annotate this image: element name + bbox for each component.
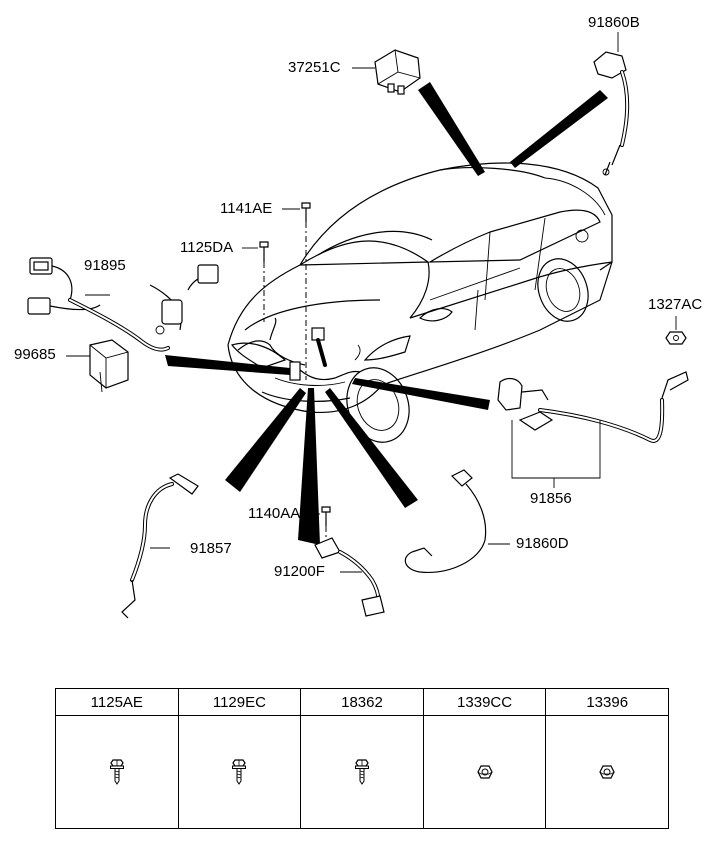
parts-table-header-1339cc: 1339CC [422,688,547,716]
part-91856 [497,371,689,488]
part-1125da [242,241,269,322]
part-1327ac [665,316,687,345]
wiring-diagram: .ln { fill: none; stroke: #000; stroke-w… [27,32,689,619]
parts-table-cell-18362 [300,715,424,829]
part-91895 [27,257,219,352]
parts-table-cell-1129ec [177,715,302,829]
bolt-icon [56,759,178,785]
label-91857: 91857 [190,540,232,557]
engine-harness [237,317,361,381]
parts-table-header-1125ae: 1125AE [55,688,179,716]
part-91857 [121,473,199,619]
parts-table-header-13396: 13396 [545,688,669,716]
parts-table-header-row: 1125AE 1129EC 18362 1339CC 13396 [55,688,669,716]
parts-table-cell-1125ae [55,715,179,829]
part-91200f [314,537,385,617]
label-1327ac: 1327AC [648,296,703,313]
part-91860d [404,469,510,573]
nut-icon [546,765,668,779]
bolt-icon [179,759,301,785]
label-1125da: 1125DA [180,239,234,256]
nut-icon [424,765,546,779]
pointer-wedges [165,82,608,545]
label-1141ae: 1141AE [220,200,273,217]
part-1141ae [282,202,311,380]
label-91860d: 91860D [516,535,569,552]
part-91860b [593,32,630,176]
part-1140aa [310,506,331,540]
parts-table-cell-13396 [545,715,669,829]
label-91200f: 91200F [274,563,325,580]
label-37251c: 37251C [288,59,341,76]
parts-table-header-1129ec: 1129EC [177,688,302,716]
bolt-icon [301,759,423,785]
part-99685 [66,339,129,393]
part-37251c [352,49,421,95]
parts-table-header-18362: 18362 [300,688,424,716]
label-91895: 91895 [84,257,126,274]
parts-table-cell-1339cc [422,715,547,829]
car-body [227,162,613,443]
label-1140aa: 1140AA [248,505,301,522]
label-99685: 99685 [14,346,56,363]
fastener-parts-table: 1125AE 1129EC 18362 1339CC 13396 [55,688,669,829]
parts-table-icon-row [55,715,669,829]
label-91856: 91856 [530,490,572,507]
label-91860b: 91860B [588,14,640,31]
